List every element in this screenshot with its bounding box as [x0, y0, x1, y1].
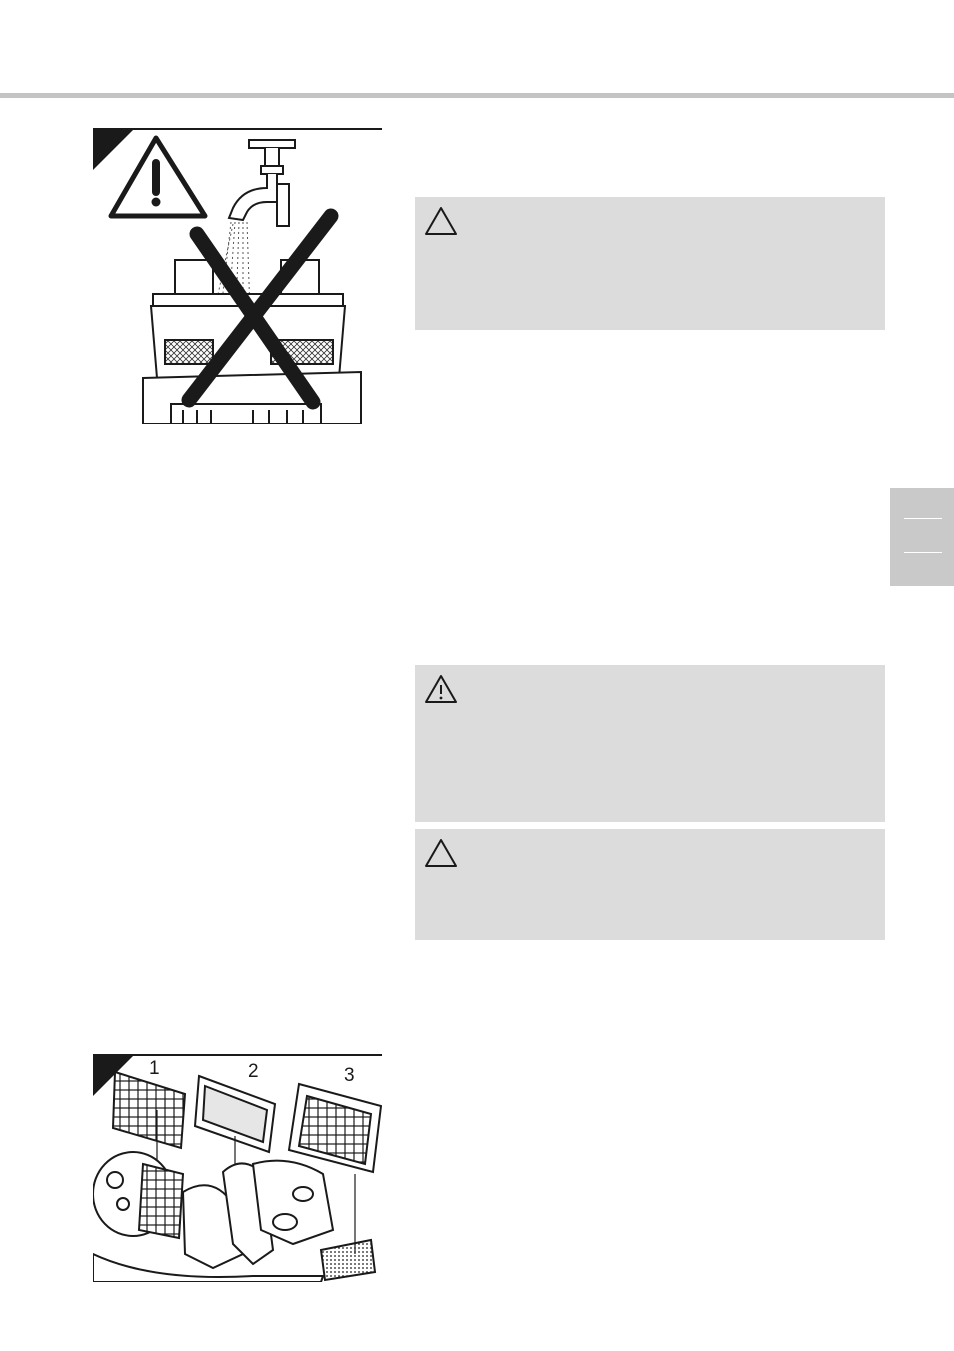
- tab-divider: [904, 552, 942, 553]
- filters-drawing: [93, 1070, 382, 1282]
- prohibited-cross-icon: [181, 208, 339, 410]
- filter-2: [193, 1074, 277, 1254]
- callout-3: 3: [344, 1065, 355, 1086]
- warning-triangle-icon: [108, 135, 208, 219]
- vacuum-body: [93, 1151, 377, 1282]
- warning-box-3: [415, 829, 885, 940]
- washing-prohibited-drawing: [108, 135, 362, 424]
- filters-illustration: 1 2 3: [93, 1054, 382, 1282]
- figure-top-line: [93, 128, 382, 130]
- tab-divider: [904, 518, 942, 519]
- callout-2: 2: [248, 1061, 259, 1082]
- figure-top-line: [93, 1054, 382, 1056]
- header-rule: [0, 93, 954, 98]
- filter-unit: [142, 259, 362, 424]
- warning-icon: [425, 207, 457, 235]
- warning-exclamation-icon: [425, 675, 457, 703]
- figure-corner-marker: [93, 1054, 135, 1096]
- side-section-tab: [890, 488, 954, 586]
- warning-box-1: [415, 197, 885, 330]
- water-tap-icon: [227, 139, 296, 227]
- filter-3: [287, 1082, 382, 1254]
- figure-corner-marker: [93, 128, 135, 170]
- callout-1: 1: [149, 1058, 160, 1079]
- warning-icon: [425, 839, 457, 867]
- no-rinse-illustration: [93, 128, 382, 424]
- warning-box-2: [415, 665, 885, 822]
